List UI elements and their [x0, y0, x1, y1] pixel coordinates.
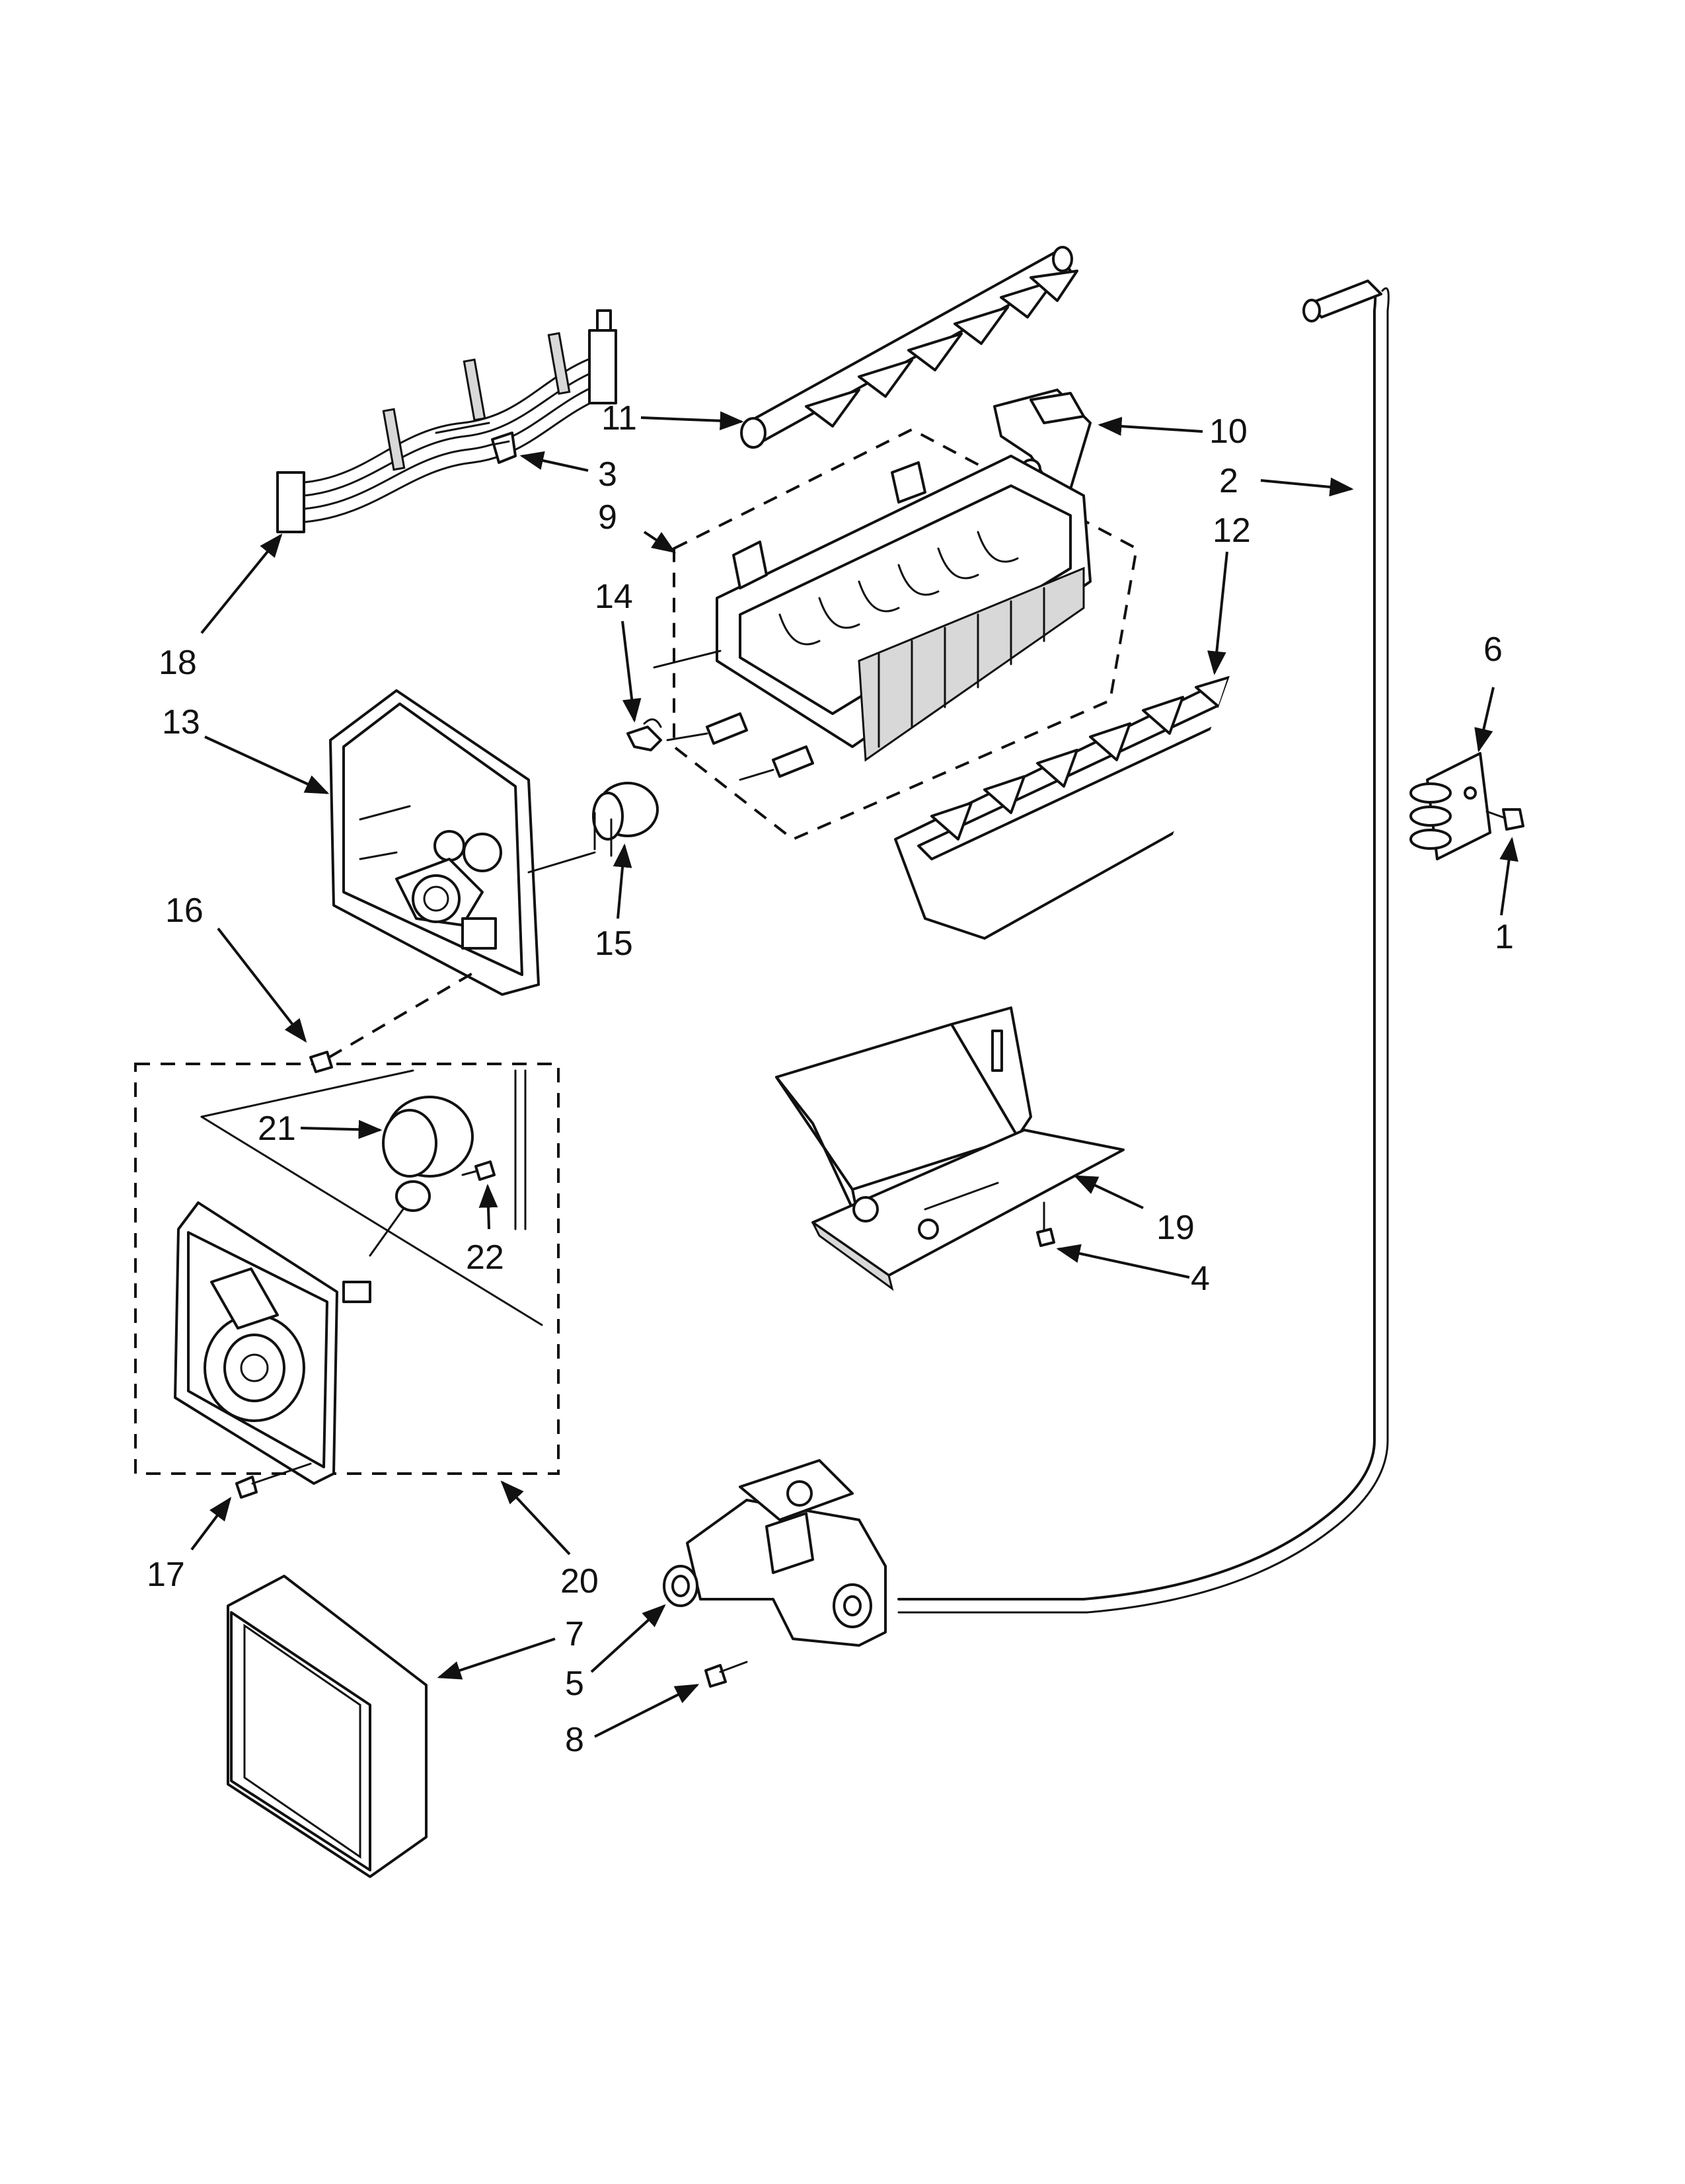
callout-9: 9	[598, 498, 617, 537]
leader-19	[1073, 1175, 1144, 1209]
screw-icon-8	[704, 1661, 748, 1688]
callouts: 11 10 2 3 9 12 14 18 6 13 16 15 1 21 19 …	[147, 399, 1514, 1759]
leader-11	[640, 411, 744, 431]
leader-13	[204, 735, 330, 794]
motor-icon	[369, 1069, 527, 1257]
leader-7	[437, 1638, 556, 1680]
callout-5: 5	[565, 1665, 584, 1703]
callout-14: 14	[595, 578, 633, 616]
control-housing-icon	[329, 689, 596, 996]
callout-11: 11	[601, 399, 637, 437]
callout-4: 4	[1191, 1260, 1210, 1298]
callout-16: 16	[165, 891, 204, 930]
callout-17: 17	[147, 1556, 185, 1594]
callout-10: 10	[1209, 412, 1248, 451]
ice-mold-icon	[653, 428, 1139, 841]
leader-3	[519, 451, 589, 472]
leader-2	[1260, 477, 1354, 497]
leader-9	[643, 531, 676, 553]
callout-22: 22	[466, 1238, 504, 1277]
motor-module-icon	[174, 1069, 543, 1485]
leader-18	[200, 533, 283, 634]
callout-20: 20	[560, 1562, 599, 1600]
callout-2: 2	[1219, 462, 1238, 500]
tube-icon	[897, 280, 1390, 1614]
callout-18: 18	[159, 644, 197, 682]
callout-21: 21	[258, 1110, 296, 1148]
cover-icon	[227, 1575, 428, 1878]
leader-22	[478, 1184, 498, 1230]
leader-4	[1056, 1244, 1190, 1279]
leader-14	[621, 621, 642, 723]
leader-21	[300, 1119, 383, 1139]
callout-6: 6	[1483, 630, 1503, 669]
leader-8	[594, 1684, 700, 1738]
water-valve-icon	[663, 1459, 887, 1647]
leader-17	[190, 1497, 232, 1551]
leader-5	[590, 1604, 666, 1673]
screw-icon-16	[309, 970, 477, 1073]
callout-12: 12	[1213, 511, 1251, 550]
callout-13: 13	[162, 703, 200, 741]
screw-icon-4	[1036, 1201, 1055, 1247]
motor-module-box	[134, 1063, 560, 1475]
callout-8: 8	[565, 1721, 584, 1759]
shield-icon	[775, 1006, 1125, 1291]
callout-1: 1	[1495, 918, 1514, 956]
callout-7: 7	[565, 1615, 584, 1653]
leader-10	[1098, 416, 1203, 436]
ejector-blade-icon	[740, 246, 1078, 449]
thermostat-clip-icon	[626, 718, 662, 751]
leader-20	[500, 1480, 571, 1556]
callout-3: 3	[598, 455, 617, 494]
callout-15: 15	[595, 924, 633, 963]
screw-icon-1	[1485, 808, 1524, 831]
screw-icon-22	[461, 1160, 496, 1181]
leader-16	[217, 927, 307, 1043]
bracket-icon	[1409, 752, 1491, 860]
leader-1	[1499, 837, 1518, 916]
screw-icon-17	[235, 1462, 312, 1499]
clip-icon	[491, 432, 517, 464]
thermostat-icon	[592, 782, 659, 857]
leader-lines	[190, 411, 1518, 1738]
wire-harness-icon	[276, 309, 617, 533]
leader-6	[1474, 687, 1495, 753]
leader-15	[613, 843, 632, 919]
callout-19: 19	[1156, 1209, 1195, 1247]
leader-12	[1207, 551, 1228, 675]
